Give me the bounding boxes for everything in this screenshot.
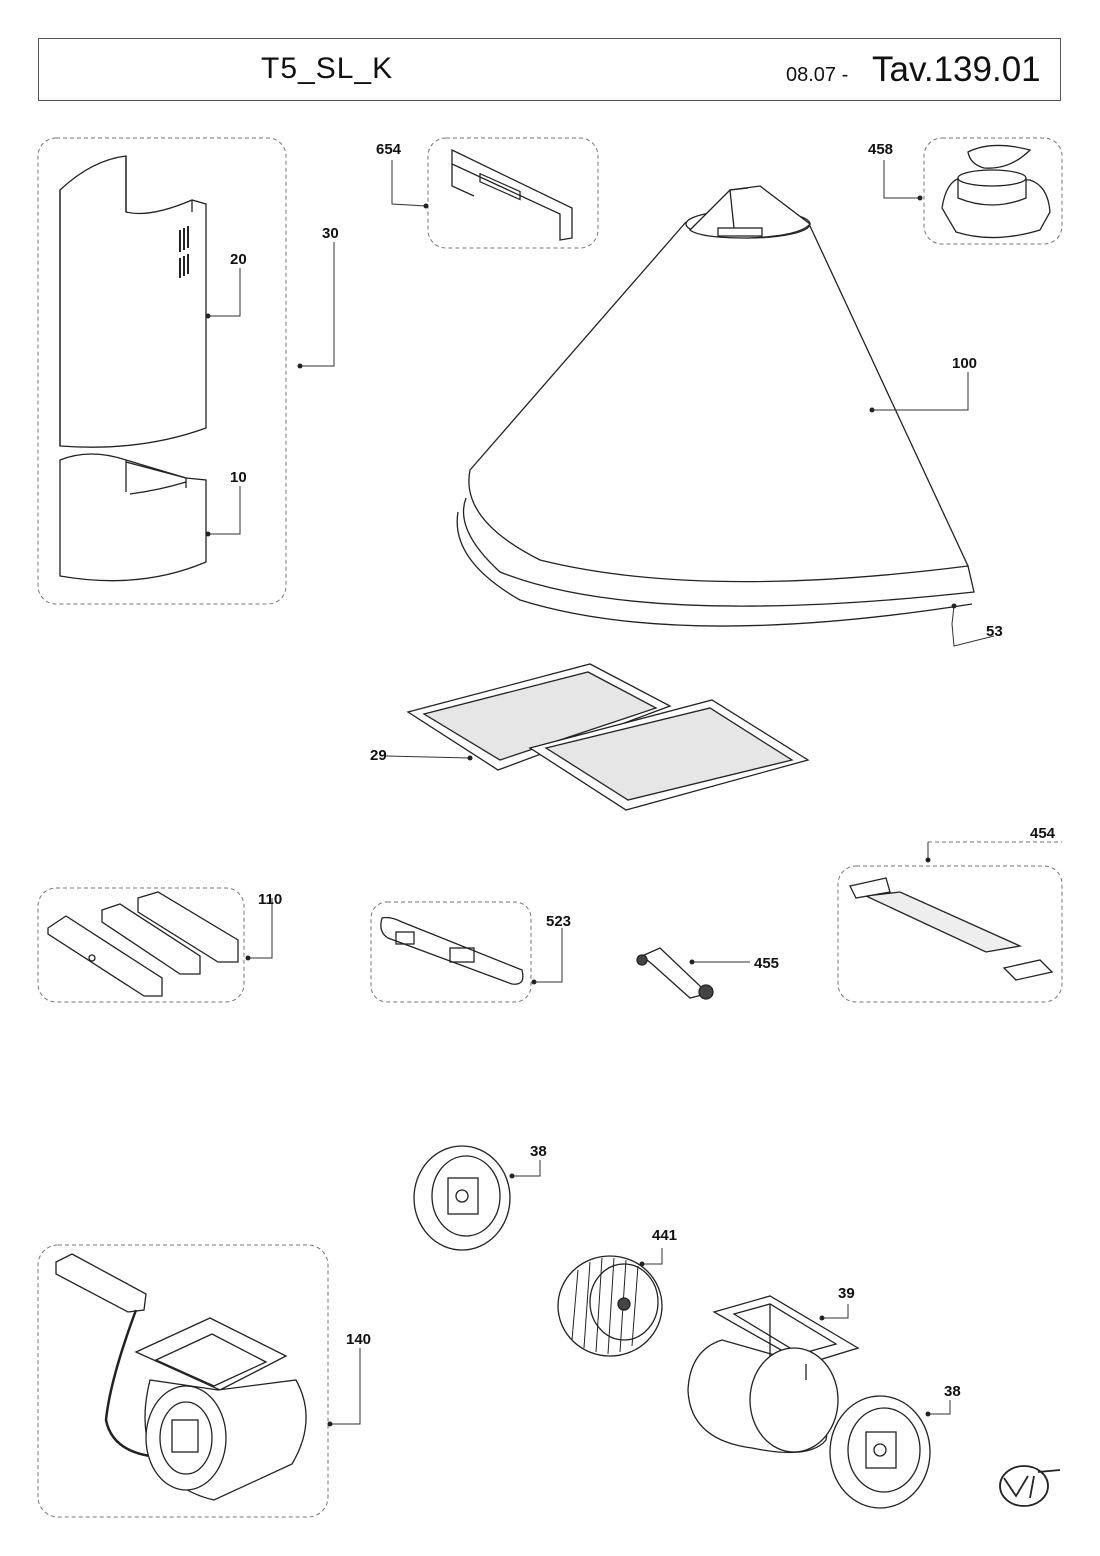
control-panel xyxy=(380,916,524,985)
part-label-100: 100 xyxy=(952,355,977,372)
part-label-20: 20 xyxy=(230,251,247,268)
part-label-454: 454 xyxy=(1030,825,1056,842)
part-label-38-bottom: 38 xyxy=(944,1383,961,1400)
leader-lines xyxy=(208,160,995,1425)
title-frame xyxy=(38,38,1061,101)
part-label-140: 140 xyxy=(346,1331,371,1348)
part-label-441: 441 xyxy=(652,1227,677,1244)
part-label-39: 39 xyxy=(838,1285,855,1302)
motor-side-plate-bottom xyxy=(829,1395,931,1509)
lamp-holder xyxy=(636,947,714,1000)
part-label-30: 30 xyxy=(322,225,339,242)
part-label-10: 10 xyxy=(230,469,247,486)
table-number: Tav.139.01 xyxy=(872,50,1041,89)
wall-bracket xyxy=(451,148,573,241)
complete-motor-unit xyxy=(55,1253,307,1501)
brand-logo xyxy=(999,1465,1061,1507)
chimney-upper-cover xyxy=(59,155,207,448)
glass-light-cover xyxy=(849,877,1054,981)
switch-housing-parts xyxy=(47,891,239,997)
part-label-38-top: 38 xyxy=(530,1143,547,1160)
part-label-455: 455 xyxy=(754,955,779,972)
fan-impeller xyxy=(557,1255,663,1357)
fan-scroll-housing xyxy=(687,1295,860,1454)
part-label-458: 458 xyxy=(868,141,893,158)
outlet-flange xyxy=(941,144,1051,239)
conical-hood xyxy=(456,185,975,627)
part-label-523: 523 xyxy=(546,913,571,930)
motor-side-plate-top xyxy=(413,1145,511,1251)
revision-date: 08.07 - xyxy=(786,64,849,86)
part-label-53: 53 xyxy=(986,623,1003,640)
chimney-lower-cover xyxy=(59,453,207,582)
part-label-110: 110 xyxy=(258,891,282,908)
model-title: T5_SL_K xyxy=(261,52,394,85)
leader-dots xyxy=(205,195,957,1427)
group-boxes xyxy=(37,137,1063,1518)
part-label-29: 29 xyxy=(370,747,387,764)
part-label-654: 654 xyxy=(376,141,402,158)
grease-filters xyxy=(406,663,810,811)
